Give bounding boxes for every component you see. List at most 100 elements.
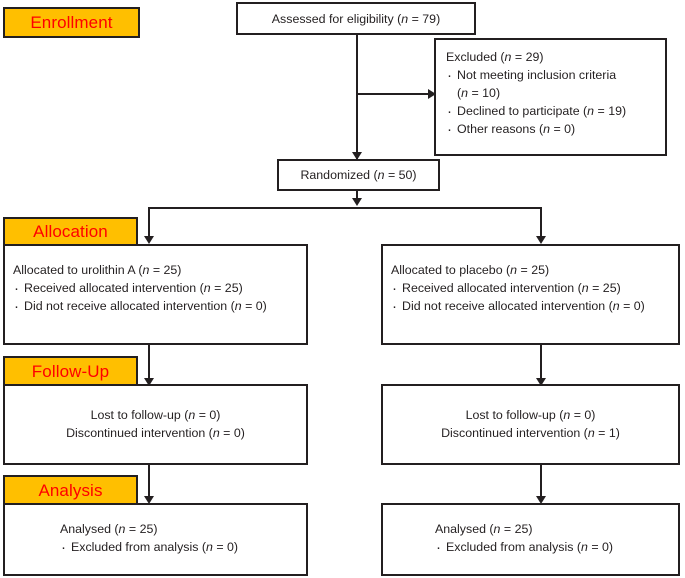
excluded-item-2-value: = 0) bbox=[550, 121, 576, 136]
excluded-item-1-text: Declined to participate ( bbox=[457, 103, 588, 118]
assessed-text: Assessed for eligibility ( bbox=[271, 12, 402, 26]
randomized-n: n bbox=[377, 168, 385, 182]
excluded-heading: Excluded (n = 29) bbox=[446, 49, 655, 67]
allocation-right-item-0-value: = 25) bbox=[588, 280, 621, 295]
assessed-n-symbol: n bbox=[401, 12, 409, 26]
followup-right-line1: Lost to follow-up (n = 0) bbox=[391, 407, 670, 425]
randomized-text: Randomized ( bbox=[300, 168, 378, 182]
excluded-item-0-prefix: ( bbox=[457, 85, 462, 100]
list-item: Did not receive allocated intervention (… bbox=[13, 297, 298, 316]
allocation-right-item-1-value: = 0) bbox=[619, 298, 645, 313]
followup-left-line2-text: Discontinued intervention ( bbox=[66, 425, 213, 440]
stage-label-allocation: Allocation bbox=[3, 217, 138, 246]
allocation-right-item-0-n: n bbox=[581, 280, 589, 295]
followup-left-line2-value: = 0) bbox=[219, 425, 245, 440]
analysis-left-item-0-n: n bbox=[205, 539, 213, 554]
followup-left-line2: Discontinued intervention (n = 0) bbox=[13, 425, 298, 443]
arrowhead-alloc-left-to-followup bbox=[144, 378, 154, 386]
box-analysis-left: Analysed (n = 25) Excluded from analysis… bbox=[3, 503, 308, 576]
excluded-heading-n: n bbox=[504, 50, 512, 64]
box-assessed-for-eligibility: Assessed for eligibility (n = 79) bbox=[236, 2, 476, 35]
analysis-right-heading-value: = 25) bbox=[500, 522, 533, 536]
allocation-left-item-0-text: Received allocated intervention ( bbox=[24, 280, 204, 295]
allocation-right-item-1-text: Did not receive allocated intervention ( bbox=[402, 298, 613, 313]
stage-label-analysis: Analysis bbox=[3, 475, 138, 505]
stage-label-followup: Follow-Up bbox=[3, 356, 138, 386]
box-excluded: Excluded (n = 29) Not meeting inclusion … bbox=[434, 38, 667, 156]
analysis-left-item-0-value: = 0) bbox=[212, 539, 239, 554]
arrowhead-followup-right-to-analysis bbox=[536, 496, 546, 504]
analysis-left-heading-value: = 25) bbox=[125, 522, 158, 536]
allocation-left-list: Received allocated intervention (n = 25)… bbox=[13, 279, 298, 316]
allocation-left-heading-n: n bbox=[142, 263, 150, 277]
stage-label-analysis-text: Analysis bbox=[38, 480, 103, 500]
allocation-right-item-1-n: n bbox=[612, 298, 620, 313]
connector-randomized-down bbox=[356, 190, 358, 202]
excluded-reason-list: Not meeting inclusion criteria(n = 10) D… bbox=[446, 66, 655, 139]
box-allocation-placebo: Allocated to placebo (n = 25) Received a… bbox=[381, 244, 680, 345]
excluded-item-0-text: Not meeting inclusion criteria bbox=[457, 67, 617, 82]
allocation-right-heading-text: Allocated to placebo ( bbox=[391, 263, 511, 277]
allocation-right-heading-value: = 25) bbox=[517, 263, 550, 277]
followup-left-line1-n: n bbox=[188, 408, 196, 422]
allocation-left-item-1-text: Did not receive allocated intervention ( bbox=[24, 298, 235, 313]
analysis-right-list: Excluded from analysis (n = 0) bbox=[435, 538, 678, 557]
analysis-left-heading-text: Analysed ( bbox=[60, 522, 119, 536]
analysis-left-heading: Analysed (n = 25) bbox=[60, 521, 306, 539]
list-item: Did not receive allocated intervention (… bbox=[391, 297, 670, 316]
stage-label-followup-text: Follow-Up bbox=[31, 361, 110, 381]
analysis-left-heading-n: n bbox=[118, 522, 126, 536]
analysis-right-item-0-n: n bbox=[580, 539, 588, 554]
list-item: Not meeting inclusion criteria (n = 10) bbox=[446, 66, 655, 103]
analysis-right-heading: Analysed (n = 25) bbox=[435, 521, 678, 539]
stage-label-allocation-text: Allocation bbox=[33, 222, 108, 241]
excluded-heading-value: = 29) bbox=[511, 50, 544, 64]
allocation-left-heading: Allocated to urolithin A (n = 25) bbox=[13, 262, 298, 280]
arrowhead-followup-left-to-analysis bbox=[144, 496, 154, 504]
list-item: Excluded from analysis (n = 0) bbox=[435, 538, 678, 557]
box-allocation-urolithin-a: Allocated to urolithin A (n = 25) Receiv… bbox=[3, 244, 308, 345]
box-followup-left: Lost to follow-up (n = 0) Discontinued i… bbox=[3, 384, 308, 465]
followup-left-line1: Lost to follow-up (n = 0) bbox=[13, 407, 298, 425]
stage-label-enrollment-text: Enrollment bbox=[30, 13, 113, 32]
analysis-right-item-0-text: Excluded from analysis ( bbox=[446, 539, 581, 554]
followup-right-line1-text: Lost to follow-up ( bbox=[465, 408, 564, 422]
excluded-item-2-text: Other reasons ( bbox=[457, 121, 544, 136]
randomized-n-value: = 50) bbox=[384, 168, 417, 182]
connector-split-bar bbox=[148, 207, 542, 209]
allocation-left-item-1-value: = 0) bbox=[241, 298, 267, 313]
analysis-right-item-0-value: = 0) bbox=[587, 539, 614, 554]
arrowhead-split-right bbox=[536, 236, 546, 244]
analysis-left-list: Excluded from analysis (n = 0) bbox=[60, 538, 306, 557]
allocation-right-heading-n: n bbox=[510, 263, 518, 277]
stage-label-enrollment: Enrollment bbox=[3, 7, 140, 38]
connector-alloc-right-to-followup bbox=[540, 344, 542, 380]
arrowhead-assessed-to-randomized bbox=[352, 152, 362, 160]
followup-right-line1-value: = 0) bbox=[570, 408, 596, 422]
box-analysis-right: Analysed (n = 25) Excluded from analysis… bbox=[381, 503, 680, 576]
connector-split-right-drop bbox=[540, 207, 542, 239]
connector-alloc-left-to-followup bbox=[148, 344, 150, 380]
excluded-item-1-value: = 19) bbox=[594, 103, 627, 118]
followup-left-line1-value: = 0) bbox=[195, 408, 221, 422]
arrowhead-randomized-down bbox=[352, 198, 362, 206]
allocation-right-item-0-text: Received allocated intervention ( bbox=[402, 280, 582, 295]
assessed-n-value: = 79) bbox=[408, 12, 441, 26]
allocation-left-item-0-value: = 25) bbox=[210, 280, 243, 295]
excluded-item-0-n: n bbox=[461, 85, 469, 100]
analysis-left-item-0-text: Excluded from analysis ( bbox=[71, 539, 206, 554]
connector-to-excluded bbox=[357, 93, 433, 95]
connector-split-left-drop bbox=[148, 207, 150, 239]
followup-right-line2-value: = 1) bbox=[594, 425, 620, 440]
box-followup-right: Lost to follow-up (n = 0) Discontinued i… bbox=[381, 384, 680, 465]
excluded-item-0-value: = 10) bbox=[468, 85, 501, 100]
connector-followup-right-to-analysis bbox=[540, 464, 542, 498]
excluded-item-2-n: n bbox=[543, 121, 550, 136]
connector-assessed-to-randomized bbox=[356, 34, 358, 160]
list-item: Other reasons (n = 0) bbox=[446, 120, 655, 139]
list-item: Received allocated intervention (n = 25) bbox=[391, 279, 670, 298]
followup-left-line2-n: n bbox=[212, 425, 220, 440]
arrowhead-to-excluded bbox=[428, 89, 436, 99]
allocation-left-heading-text: Allocated to urolithin A ( bbox=[13, 263, 143, 277]
